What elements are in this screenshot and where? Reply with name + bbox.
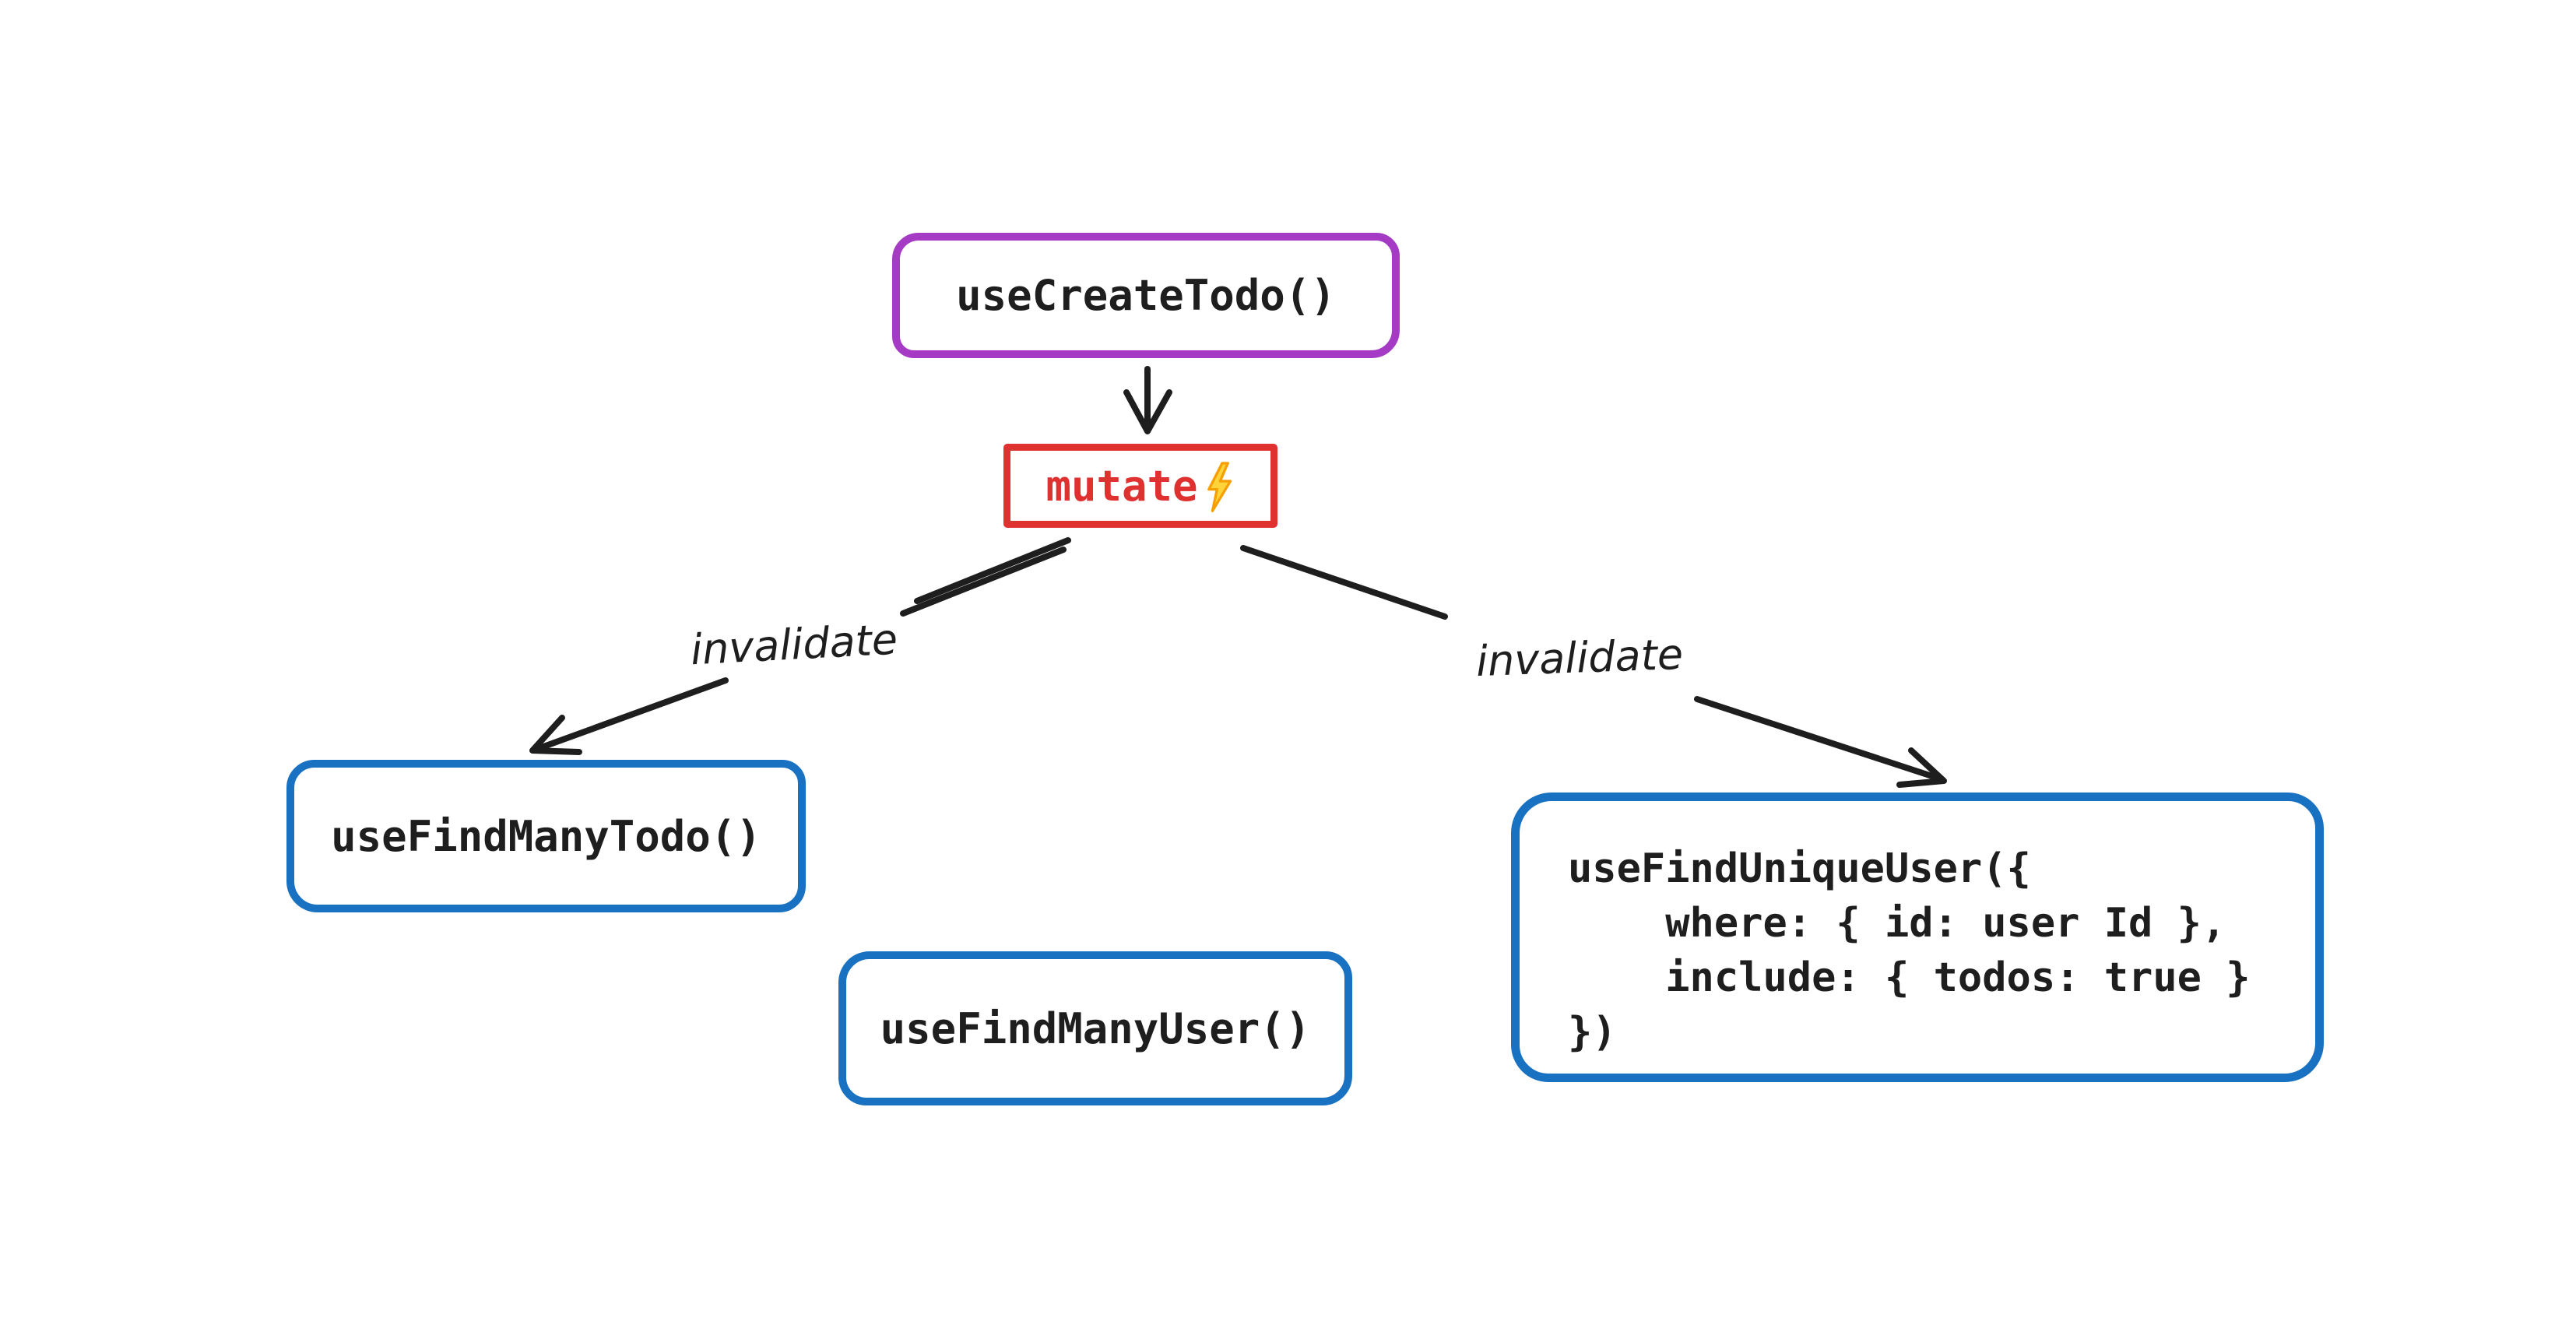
node-use-find-many-user-label: useFindManyUser()	[880, 1003, 1311, 1053]
node-use-find-many-todo: useFindManyTodo()	[286, 760, 806, 912]
code-line-4: })	[1568, 1009, 1617, 1056]
node-use-create-todo: useCreateTodo()	[892, 233, 1400, 358]
node-mutate-label: mutate	[1046, 461, 1198, 511]
arrowhead-down-icon	[1123, 389, 1172, 434]
node-use-create-todo-label: useCreateTodo()	[956, 271, 1336, 320]
arrowhead-right-icon	[1896, 747, 1947, 788]
node-use-find-many-todo-label: useFindManyTodo()	[331, 811, 761, 861]
lightning-bolt-icon	[1207, 462, 1232, 513]
code-line-2: where: { id: user Id },	[1568, 900, 2226, 947]
code-block: useFindUniqueUser({ where: { id: user Id…	[1520, 801, 2315, 1060]
code-line-1: useFindUniqueUser({	[1568, 845, 2031, 892]
arrow-create-to-mutate	[1123, 366, 1172, 434]
node-use-find-many-user: useFindManyUser()	[838, 951, 1352, 1105]
node-use-find-unique-user: useFindUniqueUser({ where: { id: user Id…	[1511, 793, 2324, 1082]
edge-label-invalidate-right: invalidate	[1474, 629, 1685, 687]
code-line-3: include: { todos: true }	[1568, 954, 2251, 1001]
arrow-mutate-to-find-unique-user	[1240, 545, 1947, 788]
arrowhead-left-icon	[529, 715, 582, 755]
node-mutate: mutate	[1003, 444, 1277, 528]
arrow-mutate-to-find-many-todo	[529, 537, 1071, 755]
